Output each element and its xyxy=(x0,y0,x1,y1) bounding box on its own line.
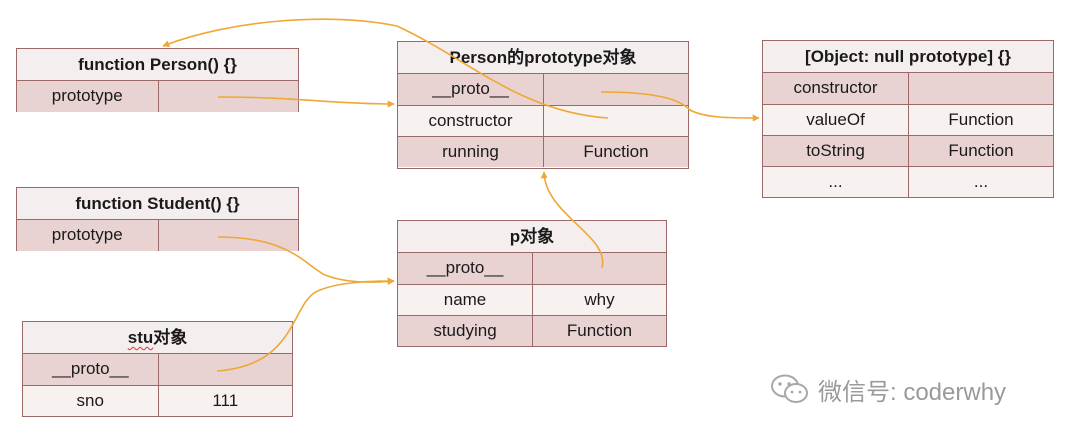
table-row: __proto__ xyxy=(398,253,666,284)
property-value xyxy=(908,73,1053,104)
property-name: sno xyxy=(76,391,104,410)
arrow-stu-proto xyxy=(216,277,395,372)
person-prototype-box: Person的prototype对象 __proto__ constructor… xyxy=(397,41,689,169)
property-name: toString xyxy=(806,141,865,160)
property-name: studying xyxy=(433,321,497,340)
box-title-suffix: 对象 xyxy=(153,328,188,347)
box-title-prefix: stu xyxy=(127,328,154,347)
table-row: ... ... xyxy=(763,166,1053,197)
table-row: toString Function xyxy=(763,135,1053,166)
table-row: running Function xyxy=(398,136,688,167)
box-title: stu对象 xyxy=(23,322,292,354)
wechat-icon xyxy=(771,374,808,403)
box-title: function Person() {} xyxy=(17,49,298,81)
property-value: Function xyxy=(908,105,1053,135)
property-value xyxy=(543,106,688,136)
property-value: why xyxy=(532,285,666,315)
box-title: [Object: null prototype] {} xyxy=(763,41,1053,73)
arrow-p-proto xyxy=(540,171,604,269)
property-name: constructor xyxy=(793,78,878,97)
table-row: name why xyxy=(398,284,666,315)
property-value: Function xyxy=(532,316,666,346)
property-name: prototype xyxy=(51,86,123,105)
box-title: p对象 xyxy=(398,221,666,253)
stu-object-box: stu对象 __proto__ sno 111 xyxy=(22,321,293,417)
watermark-text: 微信号: coderwhy xyxy=(818,378,1007,406)
property-name: __proto__ xyxy=(426,258,504,277)
student-function-box: function Student() {} prototype xyxy=(16,187,299,251)
watermark: 微信号: coderwhy xyxy=(770,372,1006,406)
property-value: 111 xyxy=(157,386,293,416)
property-value xyxy=(157,220,299,251)
arrow-proto-null xyxy=(600,91,760,122)
property-value xyxy=(157,354,293,385)
table-row: __proto__ xyxy=(23,354,292,385)
table-row: studying Function xyxy=(398,315,666,346)
p-object-box: p对象 __proto__ name why studying Function xyxy=(397,220,667,347)
property-name: name xyxy=(443,290,487,309)
box-title: function Student() {} xyxy=(17,188,298,220)
property-name: __proto__ xyxy=(51,359,129,378)
property-name: __proto__ xyxy=(432,79,509,98)
person-function-box: function Person() {} prototype xyxy=(16,48,299,112)
property-name: ... xyxy=(828,172,843,191)
arrow-person-prototype xyxy=(217,96,395,108)
property-name: valueOf xyxy=(806,110,865,129)
table-row: __proto__ xyxy=(398,74,688,105)
property-value: ... xyxy=(908,167,1053,197)
property-name: constructor xyxy=(428,111,513,130)
arrow-student-prototype xyxy=(217,236,395,286)
table-row: prototype xyxy=(17,81,298,112)
table-row: valueOf Function xyxy=(763,104,1053,135)
property-name: prototype xyxy=(51,225,123,244)
arrow-constructor-person xyxy=(162,18,609,119)
table-row: prototype xyxy=(17,220,298,251)
null-prototype-box: [Object: null prototype] {} constructor … xyxy=(762,40,1054,198)
property-value xyxy=(157,81,299,112)
property-value xyxy=(532,253,666,284)
property-name: running xyxy=(442,142,499,161)
table-row: sno 111 xyxy=(23,385,292,416)
property-value: Function xyxy=(543,137,688,167)
property-value: Function xyxy=(908,136,1053,166)
box-title: Person的prototype对象 xyxy=(398,42,688,74)
table-row: constructor xyxy=(763,73,1053,104)
property-value xyxy=(543,74,688,105)
table-row: constructor xyxy=(398,105,688,136)
